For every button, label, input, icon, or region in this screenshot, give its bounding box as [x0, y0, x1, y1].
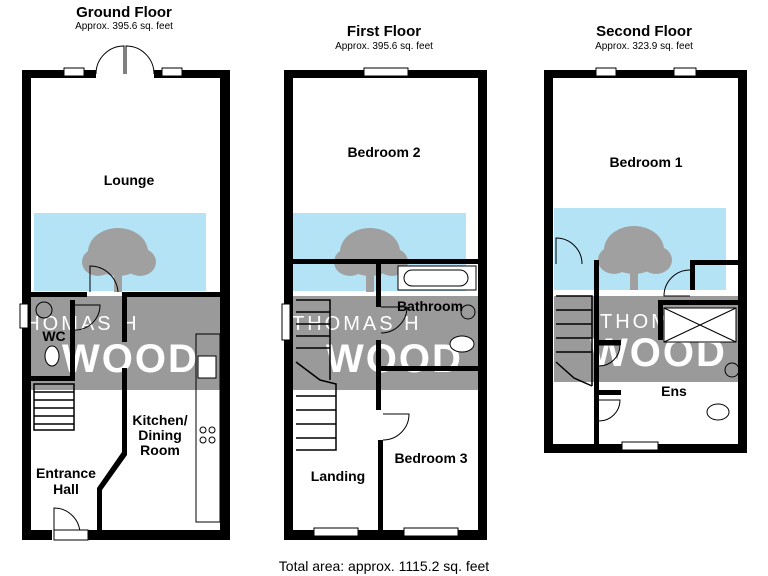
room-label-bedroom-2: Bedroom 2 [347, 144, 420, 160]
watermark-tree [598, 226, 672, 290]
wall [599, 340, 621, 345]
wall [690, 260, 738, 265]
wall [738, 70, 747, 453]
wall [544, 70, 747, 78]
floor-title: First Floor [347, 23, 421, 40]
wall [122, 292, 127, 342]
room-label-kitchen: Room [140, 442, 180, 458]
room-label-bedroom-1: Bedroom 1 [609, 154, 682, 170]
wall [70, 300, 75, 380]
door-swing [74, 304, 101, 331]
basin-icon [35, 301, 53, 319]
wall [97, 368, 127, 530]
room-label-lounge: Lounge [104, 172, 155, 188]
first-floor-plan: THOMAS H WOOD [281, 23, 487, 540]
room-label-wc: WC [42, 328, 65, 344]
front-door [53, 529, 89, 541]
bath-icon [397, 265, 477, 291]
wall [658, 300, 738, 305]
wall [378, 440, 383, 530]
watermark: THOMAS H WOOD [554, 208, 740, 382]
floor-area: Approx. 323.9 sq. feet [595, 41, 693, 52]
wall [376, 259, 381, 307]
watermark-line2: WOOD [326, 337, 463, 381]
wall [122, 292, 220, 297]
stairs [295, 299, 337, 451]
door-swing [380, 306, 408, 334]
door-swing [598, 399, 621, 422]
window [403, 527, 459, 537]
floor-title: Second Floor [596, 23, 692, 40]
door-swing [53, 507, 81, 535]
wall [22, 530, 52, 540]
wall [478, 70, 487, 540]
wall [293, 259, 478, 264]
wall [31, 292, 87, 297]
wall [284, 530, 487, 540]
toilet-icon [449, 335, 475, 353]
total-area: Total area: approx. 1115.2 sq. feet [279, 558, 490, 574]
shower-icon [663, 307, 737, 343]
floor-area: Approx. 395.6 sq. feet [75, 21, 173, 32]
wall [594, 385, 599, 445]
french-doors [95, 45, 155, 78]
wall [544, 70, 553, 453]
room-label-kitchen: Dining [138, 427, 182, 443]
hob-icon [199, 426, 207, 434]
door-swing [382, 413, 410, 441]
second-floor-plan: THOMAS H WOOD [544, 23, 747, 453]
window [673, 67, 697, 77]
wall [31, 376, 75, 381]
watermark: THOMAS H WOOD [10, 213, 220, 390]
basin-icon [724, 362, 740, 378]
room-label-entrance-hall: Entrance [36, 465, 96, 481]
floor-area: Approx. 395.6 sq. feet [335, 41, 433, 52]
wall [220, 70, 230, 540]
window [281, 303, 291, 341]
window [313, 527, 359, 537]
door-swing [663, 269, 691, 297]
wall [658, 300, 663, 340]
basin-icon [460, 304, 476, 320]
watermark-line2: WOOD [62, 337, 199, 381]
wall [376, 340, 381, 410]
kitchen-units [195, 333, 221, 523]
door-swing [555, 237, 583, 265]
wall [88, 530, 230, 540]
room-label-bathroom: Bathroom [397, 298, 463, 314]
wall [690, 260, 695, 290]
window [363, 67, 409, 77]
window [595, 67, 617, 77]
stairs [555, 295, 593, 387]
toilet-icon [44, 345, 60, 367]
window [19, 303, 29, 329]
room-label-entrance-hall: Hall [53, 481, 79, 497]
window [63, 67, 85, 77]
floor-title: Ground Floor [76, 4, 172, 21]
wall [594, 260, 599, 385]
sink-icon [197, 355, 217, 379]
wall [381, 366, 478, 371]
room-label-landing: Landing [311, 468, 365, 484]
door-swing [89, 265, 119, 293]
window [621, 441, 659, 451]
window [161, 67, 183, 77]
stairs [33, 383, 75, 431]
ground-floor-plan: THOMAS H WOOD [10, 4, 230, 541]
toilet-icon [706, 403, 730, 421]
door-swing [598, 344, 621, 367]
watermark-line1: THOMAS H [292, 313, 422, 335]
room-label-kitchen: Kitchen/ [132, 412, 187, 428]
wall [599, 390, 621, 395]
room-label-ensuite: Ens [661, 383, 687, 399]
room-label-bedroom-3: Bedroom 3 [394, 450, 467, 466]
